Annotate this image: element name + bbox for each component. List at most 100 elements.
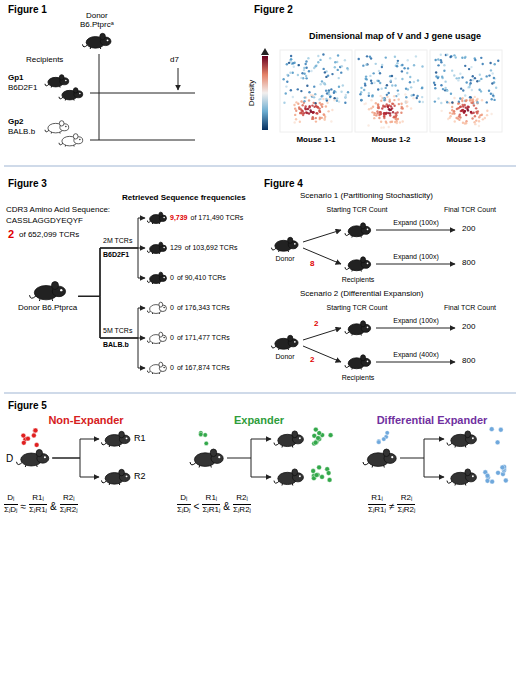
text-label: Density — [247, 80, 256, 107]
label-box: 2 — [310, 356, 314, 365]
scatter-dot — [421, 86, 423, 88]
scatter-dot — [401, 64, 403, 66]
text-label: 200 — [462, 322, 475, 331]
cell-dot — [328, 433, 333, 438]
scatter-dot — [478, 89, 480, 91]
label-box: BALB.b — [8, 128, 35, 137]
scatter-dot — [440, 59, 442, 61]
scatter-dot — [375, 102, 377, 104]
scatter-dot — [322, 68, 324, 70]
cell-dot — [495, 440, 500, 445]
scatter-dot — [394, 77, 396, 79]
scatter-dot — [301, 72, 303, 74]
scatter-dot — [324, 83, 326, 85]
scatter-dot — [315, 65, 317, 67]
scatter-dot — [324, 116, 326, 118]
node-text-group: R1 — [134, 434, 146, 444]
label-box: 2 — [8, 228, 14, 240]
label-box: Expander — [234, 414, 284, 426]
scatter-dot — [457, 102, 459, 104]
scatter-dot — [418, 101, 420, 103]
scatter-dot — [407, 59, 409, 61]
label-box: 200 — [462, 323, 475, 332]
scatter-dot — [437, 58, 439, 60]
mouse-ear — [465, 469, 471, 476]
scatter-dot — [385, 120, 387, 122]
scatter-dot — [341, 65, 343, 67]
scatter-dot — [312, 111, 314, 113]
scatter-dot — [319, 98, 321, 100]
text-label: 8 — [310, 259, 314, 268]
label-box: 200 — [462, 225, 475, 234]
scatter-dot — [364, 78, 366, 80]
scatter-dot — [401, 120, 403, 122]
scatter-dot — [303, 67, 305, 69]
scatter-dot — [397, 60, 399, 62]
cell-dot — [33, 428, 38, 433]
label-box: of 652,099 TCRs — [19, 231, 79, 240]
scatter-dot — [363, 103, 365, 105]
mouse-ear — [59, 75, 64, 80]
node-label: of 103,692 TCRs — [185, 244, 238, 251]
scatter-dot — [398, 103, 400, 105]
mouse-ear — [73, 134, 78, 139]
scatter-dot — [474, 123, 476, 125]
text-label: Recipients — [342, 276, 375, 283]
scatter-dot — [328, 98, 330, 100]
scatter-dot — [321, 80, 323, 82]
scatter-dot — [315, 103, 317, 105]
scatter-dot — [303, 100, 305, 102]
cell-dot — [320, 475, 325, 480]
scatter-dot — [334, 66, 336, 68]
node-label: R1 — [134, 433, 146, 443]
mouse-figure — [190, 449, 223, 468]
scatter-dot — [301, 110, 303, 112]
scatter-dot — [312, 94, 314, 96]
formula-part: R2ᵢΣⱼR2ⱼ — [397, 494, 415, 515]
scatter-dot — [383, 115, 385, 117]
node-label: D — [6, 453, 13, 464]
mouse-eye — [163, 367, 165, 369]
scatter-dot — [480, 78, 482, 80]
scatter-dot — [478, 80, 480, 82]
mouse-eye — [60, 289, 62, 291]
scatter-dot — [456, 77, 458, 79]
scatter-dot — [336, 97, 338, 99]
scatter-dot — [286, 63, 288, 65]
scatter-dot — [386, 96, 388, 98]
mouse-node: R1 — [100, 430, 146, 448]
scatter-dot — [295, 110, 297, 112]
expand-arrow — [376, 230, 455, 231]
scatter-dot — [404, 93, 406, 95]
scatter-dot — [400, 64, 402, 66]
connector — [78, 248, 145, 296]
scatter-dot — [464, 56, 466, 58]
mouse-ear — [159, 242, 163, 247]
scatter-dot — [365, 64, 367, 66]
scatter-dot — [401, 70, 403, 72]
scatter-dot — [316, 112, 318, 114]
scatter-dot — [290, 89, 292, 91]
scatter-dot — [305, 77, 307, 79]
scatter-dot — [460, 106, 462, 108]
fraction-denominator: ΣⱼDⱼ — [177, 506, 191, 515]
scatter-dot — [319, 59, 321, 61]
label-box: Expand (100x) — [393, 253, 439, 261]
connector — [78, 296, 145, 338]
label-box: d7 — [170, 56, 179, 65]
text-label: Scenario 2 (Differential Expansion) — [300, 289, 423, 298]
cell-dot — [500, 465, 505, 470]
cell-dot — [382, 437, 386, 441]
scatter-dot — [393, 116, 395, 118]
scatter-dot — [302, 114, 304, 116]
fraction-denominator: ΣⱼR1ⱼ — [368, 506, 386, 515]
fraction-denominator: ΣⱼR2ⱼ — [60, 506, 78, 515]
scatter-dot — [470, 111, 472, 113]
scatter-dot — [422, 101, 424, 103]
scatter-dot — [451, 101, 453, 103]
scatter-dot — [317, 55, 319, 57]
panel-separator — [4, 392, 516, 393]
label-box: Final TCR Count — [444, 206, 496, 214]
mouse-ear — [36, 449, 42, 456]
